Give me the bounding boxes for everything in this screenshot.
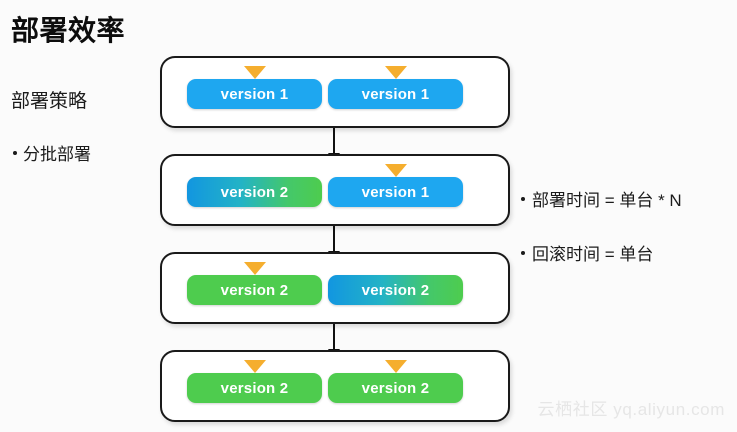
version-node: version 2	[328, 360, 463, 403]
strategy-heading: 部署策略	[11, 91, 88, 112]
flow-arrow-icon	[328, 226, 340, 260]
version-node-label: version 2	[361, 281, 430, 299]
version-node: version 2	[328, 275, 463, 305]
version-node: version 2	[187, 360, 322, 403]
version-node: version 2	[187, 177, 322, 207]
version-node-label: version 2	[220, 183, 289, 201]
deploy-marker-icon	[243, 262, 266, 275]
version-node: version 1	[328, 66, 463, 109]
version-node-label: version 2	[361, 379, 430, 397]
note-label: 部署时间 = 单台 * N	[532, 191, 682, 210]
version-node-label: version 1	[220, 85, 289, 103]
flow-arrow-icon	[328, 128, 340, 162]
bullet-dot-icon	[13, 150, 17, 155]
version-node: version 1	[328, 164, 463, 207]
version-node: version 2	[187, 262, 322, 305]
deploy-marker-icon	[243, 66, 266, 79]
version-node-label: version 2	[220, 379, 289, 397]
deploy-marker-icon	[384, 360, 407, 373]
strategy-bullet-label: 分批部署	[23, 145, 91, 164]
flow-stage-1: version 1 version 1	[160, 56, 510, 128]
version-node-label: version 1	[361, 183, 430, 201]
flow-arrow-icon	[328, 324, 340, 358]
note-label: 回滚时间 = 单台	[532, 245, 654, 264]
flow-stage-4: version 2 version 2	[160, 350, 510, 422]
page-title: 部署效率	[11, 15, 126, 46]
flow-stage-2: version 2 version 1	[160, 154, 510, 226]
deploy-marker-icon	[384, 66, 407, 79]
note-item-rollback-time: 回滚时间 = 单台	[521, 240, 733, 265]
bullet-dot-icon	[521, 196, 525, 201]
deployment-flow-diagram: version 1 version 1 version 2 version 1 …	[160, 56, 510, 426]
deploy-marker-icon	[243, 360, 266, 373]
deploy-marker-icon	[384, 164, 407, 177]
flow-stage-3: version 2 version 2	[160, 252, 510, 324]
note-item-deploy-time: 部署时间 = 单台 * N	[521, 186, 733, 211]
notes-list: 部署时间 = 单台 * N 回滚时间 = 单台	[521, 186, 733, 294]
version-node-label: version 1	[361, 85, 430, 103]
strategy-bullet-item: 分批部署	[13, 140, 91, 165]
version-node-label: version 2	[220, 281, 289, 299]
watermark: 云栖社区 yq.aliyun.com	[537, 400, 725, 419]
version-node: version 1	[187, 66, 322, 109]
bullet-dot-icon	[521, 250, 525, 255]
